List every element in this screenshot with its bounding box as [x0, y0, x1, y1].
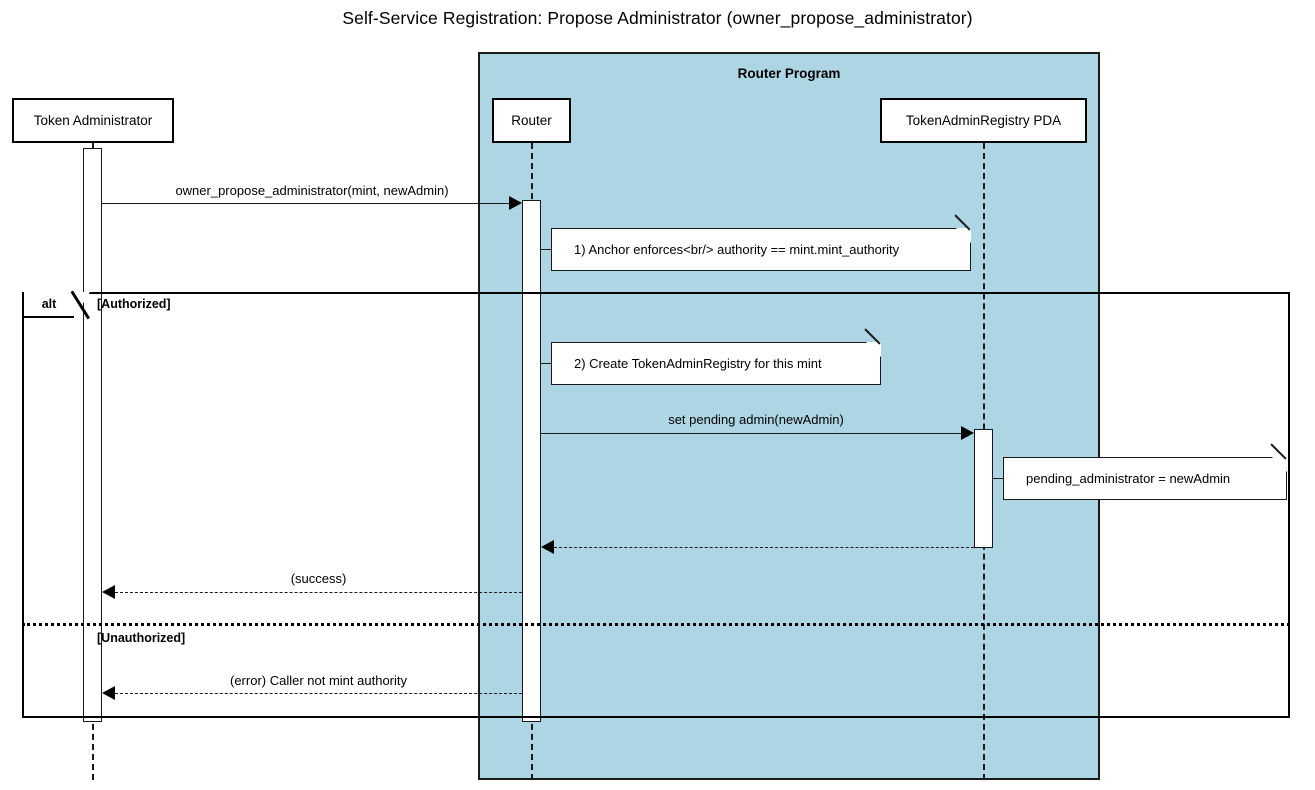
message-label-success: (success) [290, 571, 347, 586]
page-title: Self-Service Registration: Propose Admin… [342, 8, 973, 28]
activation-bar-token-admin-registry-pda [974, 429, 993, 548]
note-fold-icon [956, 228, 971, 243]
note-pending-administrator: pending_administrator = newAdmin [1003, 443, 1287, 500]
message-label-owner-propose-administrator: owner_propose_administrator(mint, newAdm… [175, 183, 449, 198]
note-text-create-registry: 2) Create TokenAdminRegistry for this mi… [574, 356, 822, 371]
participant-label-token-admin-registry-pda: TokenAdminRegistry PDA [905, 113, 1062, 128]
participant-group-router-program: Router Program [478, 52, 1100, 780]
alt-fragment-operator-tab: alt [22, 292, 74, 318]
message-line-pda-return [554, 547, 974, 548]
note-create-registry: 2) Create TokenAdminRegistry for this mi… [551, 328, 881, 385]
message-line-success [115, 592, 522, 593]
message-arrowhead-owner-propose-administrator [509, 196, 522, 210]
alt-fragment-divider [22, 623, 1290, 626]
note-anchor-enforces: 1) Anchor enforces<br/> authority == min… [551, 214, 971, 271]
note-connector-anchor-enforces [541, 249, 552, 250]
note-text-pending-administrator: pending_administrator = newAdmin [1026, 471, 1231, 486]
participant-label-token-administrator: Token Administrator [33, 113, 153, 128]
activation-bar-token-administrator [83, 148, 102, 722]
message-label-set-pending-admin: set pending admin(newAdmin) [668, 412, 844, 427]
alt-fragment-operator-label: alt [41, 297, 57, 311]
message-line-error [115, 693, 522, 694]
note-text-anchor-enforces: 1) Anchor enforces<br/> authority == min… [574, 242, 900, 257]
message-line-owner-propose-administrator [102, 203, 513, 204]
alt-fragment-guard-authorized: [Authorized] [97, 297, 171, 311]
message-arrowhead-set-pending-admin [961, 426, 974, 440]
participant-group-label: Router Program [737, 66, 841, 81]
participant-token-admin-registry-pda[interactable]: TokenAdminRegistry PDA [880, 98, 1087, 143]
message-arrowhead-error [102, 686, 115, 700]
note-fold-icon [1272, 457, 1287, 472]
note-connector-create-registry [541, 363, 552, 364]
message-arrowhead-pda-return [541, 540, 554, 554]
message-line-set-pending-admin [541, 433, 965, 434]
note-connector-pending-administrator [993, 478, 1004, 479]
alt-fragment-guard-unauthorized: [Unauthorized] [97, 631, 186, 645]
participant-token-administrator[interactable]: Token Administrator [12, 98, 174, 143]
note-fold-icon [866, 342, 881, 357]
participant-label-router: Router [511, 113, 552, 128]
message-arrowhead-success [102, 585, 115, 599]
activation-bar-router [522, 200, 541, 722]
message-label-error: (error) Caller not mint authority [230, 673, 407, 688]
participant-router[interactable]: Router [492, 98, 571, 143]
